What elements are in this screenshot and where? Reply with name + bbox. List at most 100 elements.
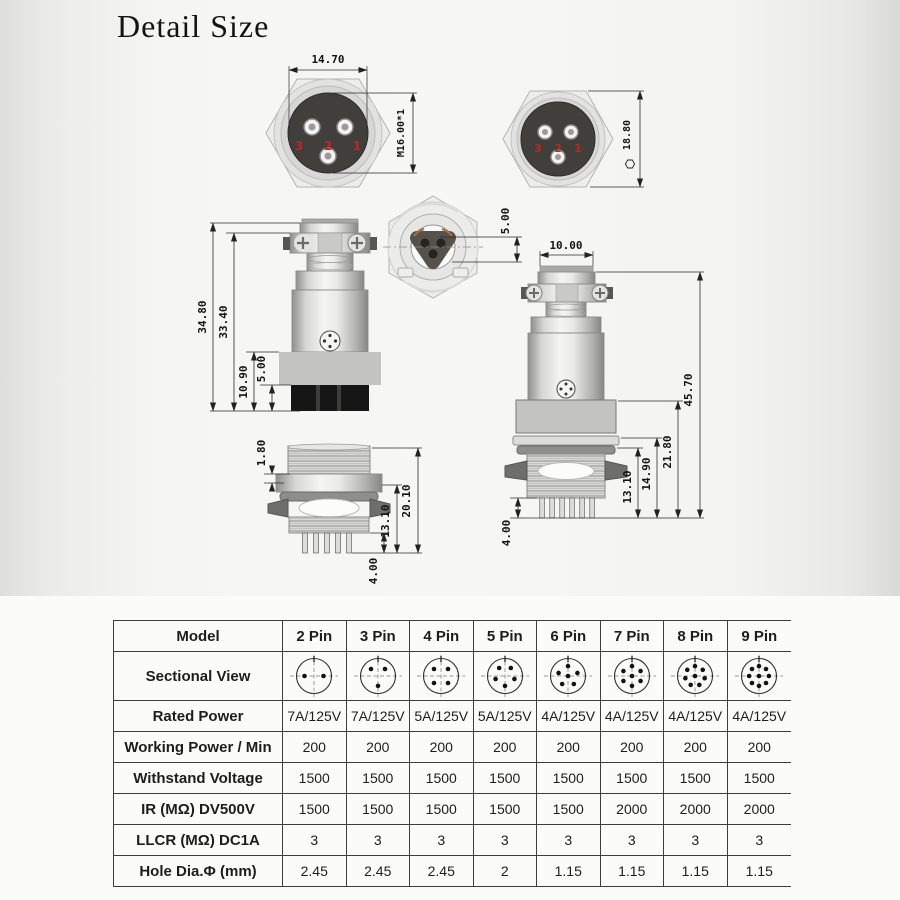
cell-r6-c4: 3 — [537, 825, 601, 856]
dim-plug-inner: 33.40 — [217, 305, 230, 338]
sectional-cell-4pin — [410, 652, 474, 701]
cell-r6-c0: 3 — [283, 825, 347, 856]
cell-r4-c5: 1500 — [600, 763, 664, 794]
sectional-cell-6pin — [537, 652, 601, 701]
cell-r2-c5: 4A/125V — [600, 701, 664, 732]
front-pin-label-1: 1 — [353, 139, 361, 153]
front-pins — [303, 118, 354, 165]
sectional-view-2-pin — [290, 655, 339, 697]
sectional-view-7-pin — [607, 655, 656, 697]
cell-r4-c2: 1500 — [410, 763, 474, 794]
cell-r4-c1: 1500 — [346, 763, 410, 794]
sectional-cell-3pin — [346, 652, 410, 701]
clamp-screws — [294, 233, 367, 253]
dim-socket-thread: 13.10 — [379, 504, 392, 537]
cell-r5-c0: 1500 — [283, 794, 347, 825]
dim-back-across-flats: 18.80 — [622, 120, 633, 150]
sectional-cell-9pin — [727, 652, 791, 701]
sectional-cell-7pin — [600, 652, 664, 701]
back-pin-label-1: 1 — [574, 143, 581, 155]
sectional-view-9-pin — [735, 655, 784, 697]
technical-drawings: 3 2 1 14.70 M16.00*1 — [196, 53, 704, 584]
plug-side-view: 34.80 33.40 10.90 5.00 — [196, 218, 381, 412]
dim-rear-offset: 5.00 — [499, 208, 512, 235]
dim-front-width: 14.70 — [311, 53, 344, 66]
sectional-cell-8pin — [664, 652, 728, 701]
cell-r2-c0: 7A/125V — [283, 701, 347, 732]
cell-r7-c5: 1.15 — [600, 856, 664, 887]
cell-r6-c1: 3 — [346, 825, 410, 856]
back-pins — [537, 124, 579, 165]
row-label-1: Sectional View — [113, 652, 283, 701]
row-label-3: Working Power / Min — [113, 732, 283, 763]
dim-socket-total: 20.10 — [400, 484, 413, 517]
cell-r2-c1: 7A/125V — [346, 701, 410, 732]
cell-r7-c7: 1.15 — [727, 856, 791, 887]
cell-r6-c7: 3 — [727, 825, 791, 856]
cell-r2-c7: 4A/125V — [727, 701, 791, 732]
cell-r4-c4: 1500 — [537, 763, 601, 794]
cell-r7-c1: 2.45 — [346, 856, 410, 887]
hex-symbol — [624, 159, 636, 169]
dim-asm-pin-length: 4.00 — [500, 520, 513, 547]
sectional-view-4-pin — [417, 655, 466, 697]
row-label-2: Rated Power — [113, 701, 283, 732]
row-label-5: IR (MΩ) DV500V — [113, 794, 283, 825]
dim-asm-thread: 13.10 — [621, 470, 634, 503]
cell-r3-c6: 200 — [664, 732, 728, 763]
sectional-view-5-pin — [480, 655, 529, 697]
cell-r3-c0: 200 — [283, 732, 347, 763]
cell-r2-c6: 4A/125V — [664, 701, 728, 732]
back-pin-label-2: 2 — [554, 143, 561, 155]
dim-asm-total: 45.70 — [682, 373, 695, 406]
dim-asm-mount: 21.80 — [661, 435, 674, 468]
cell-r4-c0: 1500 — [283, 763, 347, 794]
dim-plug-lower: 10.90 — [237, 365, 250, 398]
cell-r4-c6: 1500 — [664, 763, 728, 794]
cell-r0-c4: 6 Pin — [537, 620, 601, 652]
front-face-view: 3 2 1 14.70 M16.00*1 — [265, 53, 417, 188]
cell-r3-c1: 200 — [346, 732, 410, 763]
cell-r6-c2: 3 — [410, 825, 474, 856]
assembled-side-view: 10.00 45.70 21.80 14.90 13.10 4.00 — [500, 239, 704, 546]
cell-r4-c3: 1500 — [473, 763, 537, 794]
cell-r5-c4: 1500 — [537, 794, 601, 825]
cell-r5-c3: 1500 — [473, 794, 537, 825]
cell-r3-c7: 200 — [727, 732, 791, 763]
row-label-7: Hole Dia.Φ (mm) — [113, 856, 283, 887]
cell-r2-c3: 5A/125V — [473, 701, 537, 732]
solder-cups — [410, 228, 456, 269]
row-label-4: Withstand Voltage — [113, 763, 283, 794]
front-pin-label-2: 2 — [324, 139, 332, 153]
cell-r3-c4: 200 — [537, 732, 601, 763]
plug-face-symbol — [319, 330, 341, 352]
cell-r6-c3: 3 — [473, 825, 537, 856]
cell-r7-c2: 2.45 — [410, 856, 474, 887]
cell-r0-c3: 5 Pin — [473, 620, 537, 652]
cell-r6-c5: 3 — [600, 825, 664, 856]
row-label-6: LLCR (MΩ) DC1A — [113, 825, 283, 856]
assembled-face-symbol — [556, 379, 576, 399]
cell-r7-c4: 1.15 — [537, 856, 601, 887]
cell-r0-c1: 3 Pin — [346, 620, 410, 652]
cell-r0-c6: 8 Pin — [664, 620, 728, 652]
cell-r6-c6: 3 — [664, 825, 728, 856]
sectional-cell-5pin — [473, 652, 537, 701]
cell-r0-c5: 7 Pin — [600, 620, 664, 652]
cell-r7-c6: 1.15 — [664, 856, 728, 887]
cell-r5-c1: 1500 — [346, 794, 410, 825]
cell-r2-c2: 5A/125V — [410, 701, 474, 732]
cell-r3-c3: 200 — [473, 732, 537, 763]
cell-r5-c5: 2000 — [600, 794, 664, 825]
cell-r0-c7: 9 Pin — [727, 620, 791, 652]
cell-r5-c7: 2000 — [727, 794, 791, 825]
rear-hex-view: 5.00 — [383, 195, 522, 299]
